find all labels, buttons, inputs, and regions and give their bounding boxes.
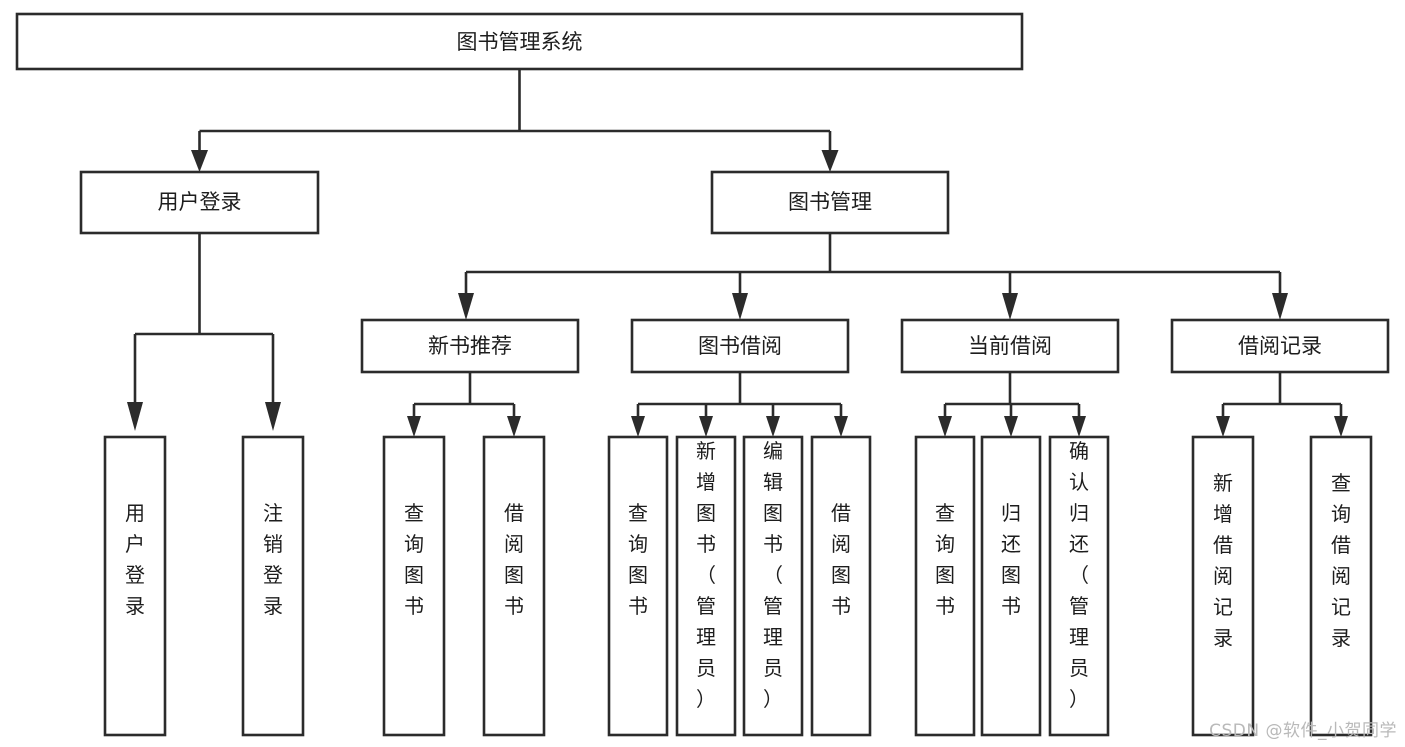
arrow-head-leaf-cb-1 [938, 416, 952, 437]
leaf-current-borrow-2-label: 归还图书 [1001, 501, 1021, 618]
leaf-user-login-1-box[interactable] [103, 435, 167, 737]
node-book-borrow[interactable]: 图书借阅 [630, 318, 850, 374]
leaf-borrow-record-2-label: 查询借阅记录 [1331, 471, 1351, 650]
node-book-manage-box[interactable] [710, 170, 950, 235]
leaf-user-login-2[interactable]: 注销登录 [241, 435, 305, 737]
leaf-book-borrow-2-label: 新增图书（管理员） [696, 439, 716, 711]
node-user-login-box[interactable] [79, 170, 320, 235]
leaf-book-borrow-3-label: 编辑图书（管理员） [763, 439, 783, 711]
node-borrow-record[interactable]: 借阅记录 [1170, 318, 1390, 374]
leaf-current-borrow-2-box[interactable] [980, 435, 1042, 737]
leaf-current-borrow-3-label: 确认归还（管理员） [1069, 439, 1089, 711]
node-user-login[interactable]: 用户登录 [79, 170, 320, 235]
leaf-book-borrow-4-box[interactable] [810, 435, 872, 737]
arrow-head-leaf-nbr-1 [407, 416, 421, 437]
node-root-label: 图书管理系统 [457, 30, 583, 54]
node-borrow-record-box[interactable] [1170, 318, 1390, 374]
leaf-current-borrow-1-label: 查询图书 [935, 501, 955, 618]
arrow-head-leaf-cb-2 [1004, 416, 1018, 437]
connector-group-book-manage [458, 233, 1288, 320]
arrow-head-leaf-br-1 [1216, 416, 1230, 437]
leaf-book-borrow-2-box[interactable] [675, 435, 737, 737]
arrow-head-leaf-bb-2 [699, 416, 713, 437]
arrow-head-leaf-user-login-1 [127, 402, 143, 431]
node-user-login-label: 用户登录 [158, 190, 242, 214]
connector-group-book-borrow [631, 372, 848, 437]
arrow-head-book-manage [821, 150, 839, 172]
leaf-book-borrow-1-box[interactable] [607, 435, 669, 737]
leaf-borrow-record-1-label: 新增借阅记录 [1213, 471, 1233, 650]
leaf-book-borrow-3-box[interactable] [742, 435, 804, 737]
node-current-borrow-box[interactable] [900, 318, 1120, 374]
leaf-current-borrow-1[interactable]: 查询图书 [914, 435, 976, 737]
arrow-head-leaf-br-2 [1334, 416, 1348, 437]
leaf-user-login-1[interactable]: 用户登录 [103, 435, 167, 737]
leaf-book-borrow-4[interactable]: 借阅图书 [810, 435, 872, 737]
leaf-new-book-recommend-2-box[interactable] [482, 435, 546, 737]
connector-group-current-borrow [938, 372, 1086, 437]
arrow-head-leaf-cb-3 [1072, 416, 1086, 437]
leaf-current-borrow-2[interactable]: 归还图书 [980, 435, 1042, 737]
node-book-manage[interactable]: 图书管理 [710, 170, 950, 235]
leaf-user-login-2-box[interactable] [241, 435, 305, 737]
leaf-user-login-2-label: 注销登录 [263, 501, 283, 618]
node-root[interactable]: 图书管理系统 [15, 12, 1024, 71]
connector-group-new-book-recommend [407, 372, 521, 437]
node-current-borrow[interactable]: 当前借阅 [900, 318, 1120, 374]
leaf-book-borrow-1-label: 查询图书 [628, 501, 648, 618]
leaf-new-book-recommend-1-label: 查询图书 [404, 501, 424, 618]
node-book-borrow-box[interactable] [630, 318, 850, 374]
connector-group-root [191, 69, 839, 172]
arrow-head-current-borrow [1002, 293, 1018, 320]
leaf-borrow-record-2[interactable]: 查询借阅记录 [1309, 435, 1373, 737]
leaf-borrow-record-2-box[interactable] [1309, 435, 1373, 737]
node-new-book-recommend[interactable]: 新书推荐 [360, 318, 580, 374]
node-new-book-recommend-box[interactable] [360, 318, 580, 374]
node-current-borrow-label: 当前借阅 [968, 334, 1052, 358]
arrow-head-book-borrow [732, 293, 748, 320]
arrow-head-borrow-record [1272, 293, 1288, 320]
leaf-book-borrow-4-label: 借阅图书 [831, 501, 851, 618]
arrow-head-user-login [191, 150, 208, 172]
arrow-head-leaf-user-login-2 [265, 402, 281, 431]
leaf-new-book-recommend-2-label: 借阅图书 [504, 501, 524, 618]
arrow-head-leaf-bb-4 [834, 416, 848, 437]
leaf-book-borrow-2[interactable]: 新增图书（管理员） [675, 435, 737, 737]
leaf-new-book-recommend-1-box[interactable] [382, 435, 446, 737]
arrow-head-leaf-bb-1 [631, 416, 645, 437]
node-new-book-recommend-label: 新书推荐 [428, 334, 512, 358]
leaf-borrow-record-1[interactable]: 新增借阅记录 [1191, 435, 1255, 737]
connector-group-user-login [127, 233, 281, 431]
leaf-current-borrow-1-box[interactable] [914, 435, 976, 737]
leaf-new-book-recommend-1[interactable]: 查询图书 [382, 435, 446, 737]
node-root-box[interactable] [15, 12, 1024, 71]
leaf-current-borrow-3-box[interactable] [1048, 435, 1110, 737]
node-borrow-record-label: 借阅记录 [1238, 334, 1322, 358]
node-book-borrow-label: 图书借阅 [698, 334, 782, 358]
node-book-manage-label: 图书管理 [788, 190, 872, 214]
arrow-head-leaf-bb-3 [766, 416, 780, 437]
arrow-head-new-book-recommend [458, 293, 474, 320]
arrow-head-leaf-nbr-2 [507, 416, 521, 437]
leaf-current-borrow-3[interactable]: 确认归还（管理员） [1048, 435, 1110, 737]
leaf-new-book-recommend-2[interactable]: 借阅图书 [482, 435, 546, 737]
leaf-borrow-record-1-box[interactable] [1191, 435, 1255, 737]
csdn-watermark: CSDN @软件_小贺同学 [1209, 721, 1397, 741]
connector-group-borrow-record [1216, 372, 1348, 437]
leaf-user-login-1-label: 用户登录 [125, 501, 145, 618]
leaf-book-borrow-3[interactable]: 编辑图书（管理员） [742, 435, 804, 737]
leaf-book-borrow-1[interactable]: 查询图书 [607, 435, 669, 737]
